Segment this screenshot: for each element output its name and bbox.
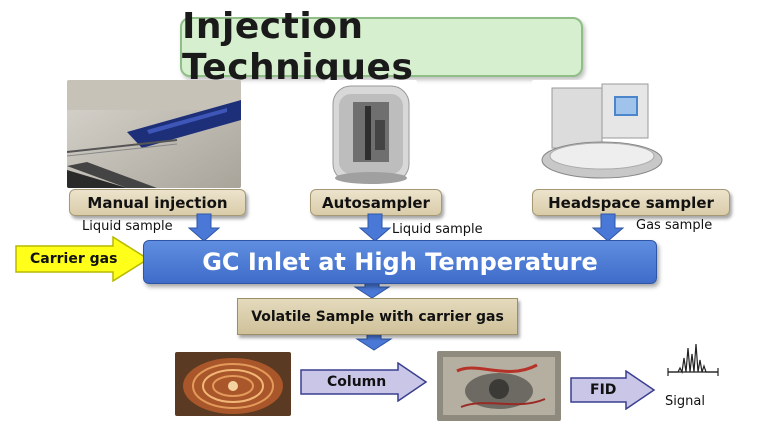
signal-chromatogram-icon xyxy=(667,343,719,376)
arrow-manual-to-inlet xyxy=(187,213,221,242)
headspace-sample-type: Gas sample xyxy=(636,218,713,233)
autosampler-sample-type: Liquid sample xyxy=(392,222,483,237)
column-label: Column xyxy=(327,374,387,390)
column-arrow xyxy=(300,362,428,402)
gc-oven-photo xyxy=(175,352,291,416)
carrier-gas-arrow xyxy=(15,236,150,282)
arrow-inlet-to-volatile xyxy=(353,281,391,299)
manual-injection-photo xyxy=(67,80,241,188)
signal-label: Signal xyxy=(665,394,705,409)
fid-arrow xyxy=(570,370,656,410)
fid-label: FID xyxy=(590,382,617,398)
detector-photo xyxy=(437,351,561,421)
autosampler-label: Autosampler xyxy=(310,189,442,216)
headspace-sampler-label: Headspace sampler xyxy=(532,189,730,216)
arrow-headspace-to-inlet xyxy=(591,213,625,242)
arrow-autosampler-to-inlet xyxy=(358,213,392,242)
manual-sample-type: Liquid sample xyxy=(82,219,173,234)
volatile-sample-box: Volatile Sample with carrier gas xyxy=(237,298,518,335)
manual-injection-label: Manual injection xyxy=(69,189,246,216)
gc-inlet-bar: GC Inlet at High Temperature xyxy=(143,240,657,284)
headspace-sampler-photo xyxy=(532,80,668,188)
arrow-volatile-to-oven xyxy=(355,332,393,351)
autosampler-photo xyxy=(325,80,417,188)
carrier-gas-label: Carrier gas xyxy=(30,251,118,267)
